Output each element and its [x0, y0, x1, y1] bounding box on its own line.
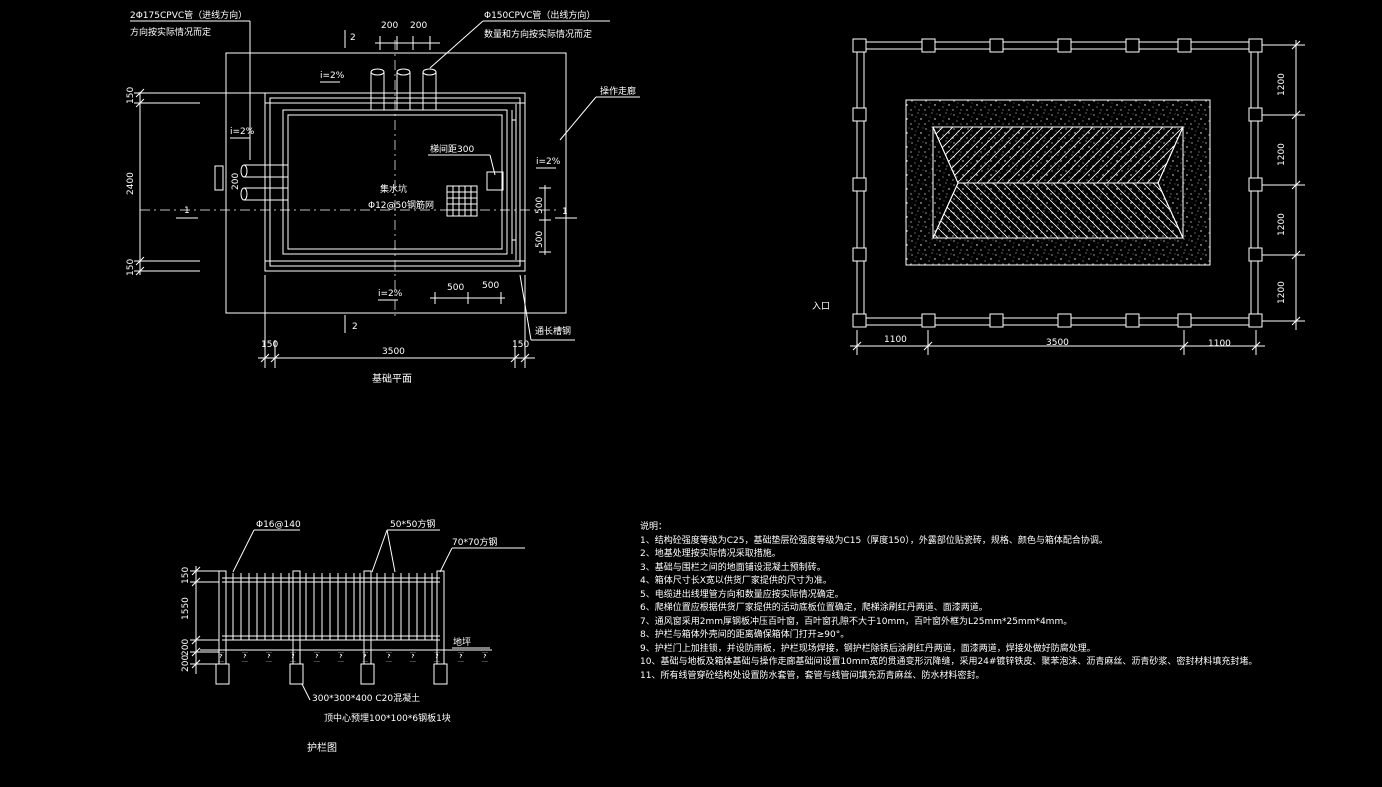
rail-dim-1550: 1550	[181, 597, 191, 620]
dim-200-b: 200	[410, 21, 427, 31]
grate-label: Φ12@50钢筋网	[368, 199, 434, 211]
note-item: 7、通风窗采用2mm厚钢板冲压百叶窗，百叶窗孔隙不大于10mm，百叶窗外框为L2…	[640, 616, 1073, 627]
rail-dim-200a: 200	[181, 639, 191, 656]
dim-500-v2: 500	[535, 231, 545, 248]
dim-1100-left: 1100	[884, 335, 907, 345]
section-1-right: 1	[562, 207, 568, 217]
dim-500-h1: 500	[447, 283, 464, 293]
rail-dim-150: 150	[181, 567, 191, 584]
dim-500-h2: 500	[482, 281, 499, 291]
foundation-plan-labels: 2Φ175CPVC管（进线方向） 方向按实际情况而定 Φ150CPVC管（出线方…	[126, 9, 636, 385]
dim-1100-right: 1100	[1208, 339, 1231, 349]
fence-plan-labels: 入口 1200 1200 1200 1200 1100 3500 1100	[812, 73, 1287, 349]
corridor-label: 操作走廊	[600, 85, 636, 97]
dim-150-bottom: 150	[126, 259, 136, 276]
fence-plan	[850, 38, 1305, 355]
footing-label: 300*300*400 C20混凝土	[312, 692, 420, 704]
dim-150-top: 150	[126, 87, 136, 104]
note-item: 8、护栏与箱体外壳间的距离确保箱体门打开≥90°。	[640, 630, 850, 640]
ground-label: 地坪	[453, 636, 471, 648]
ladder-label: 梯间距300	[430, 143, 474, 155]
dim-150-right: 150	[512, 340, 529, 350]
rail-dim-200b: 200	[181, 655, 191, 672]
square-70-label: 70*70方钢	[452, 536, 497, 548]
notes-heading: 说明：	[640, 522, 668, 532]
note-item: 9、护栏门上加挂锁，并设防雨板，护栏现场焊接，钢护栏除锈后涂刷红丹两道，面漆两道…	[640, 643, 1096, 654]
slope-left: i=2%	[230, 127, 255, 137]
bar-label: Φ16@140	[256, 520, 301, 530]
note-item: 5、电缆进出线埋管方向和数量应按实际情况确定。	[640, 589, 844, 600]
slope-bottom: i=2%	[378, 289, 403, 299]
dim-150-left: 150	[261, 340, 278, 350]
note-item: 11、所有线管穿砼结构处设置防水套管，套管与线管间填充沥青麻丝、防水材料密封。	[640, 670, 985, 681]
pipe-out-label: Φ150CPVC管（出线方向）	[484, 9, 595, 21]
dim-2400: 2400	[126, 172, 136, 195]
dim-3500: 3500	[382, 347, 405, 357]
slope-right: i=2%	[536, 157, 561, 167]
channel-label: 通长槽钢	[535, 325, 571, 337]
slope-top: i=2%	[320, 71, 345, 81]
dim-1200-c: 1200	[1277, 213, 1287, 236]
railing-labels: Φ16@140 50*50方钢 70*70方钢 地坪 300*300*400 C…	[181, 518, 497, 754]
square-50-label: 50*50方钢	[390, 518, 435, 530]
pipe-out-note: 数量和方向按实际情况而定	[484, 28, 592, 40]
dim-1200-b: 1200	[1277, 143, 1287, 166]
dim-200-a: 200	[381, 21, 398, 31]
plan-title: 基础平面	[372, 372, 412, 385]
dim-200-pipe: 200	[231, 173, 241, 190]
dim-1200-d: 1200	[1277, 281, 1287, 304]
note-item: 6、爬梯位置应根据供货厂家提供的活动底板位置确定，爬梯涂刷红丹两道、面漆两道。	[640, 603, 988, 613]
plate-label: 顶中心预埋100*100*6钢板1块	[324, 712, 451, 724]
railing-elevation	[190, 529, 525, 701]
section-2-bottom: 2	[352, 322, 358, 332]
dim-500-v1: 500	[535, 197, 545, 214]
note-item: 10、基础与地板及箱体基础与操作走廊基础间设置10mm宽的贯通变形沉降缝，采用2…	[640, 657, 1258, 667]
dim-1200-a: 1200	[1277, 73, 1287, 96]
design-notes: 说明： 1、结构砼强度等级为C25，基础垫层砼强度等级为C15（厚度150），外…	[640, 521, 1257, 683]
entrance-label: 入口	[812, 301, 830, 312]
note-item: 4、箱体尺寸长X宽以供货厂家提供的尺寸为准。	[640, 576, 832, 586]
sump-label: 集水坑	[380, 183, 407, 195]
section-1-left: 1	[184, 206, 190, 216]
dim-3500-fence: 3500	[1046, 338, 1069, 348]
railing-title: 护栏图	[307, 741, 337, 754]
pipe-in-note: 方向按实际情况而定	[130, 26, 211, 38]
note-item: 3、基础与围栏之间的地面铺设混凝土预制砖。	[640, 562, 826, 573]
pipe-in-label: 2Φ175CPVC管（进线方向）	[130, 9, 247, 21]
section-2-top: 2	[350, 33, 356, 43]
foundation-plan	[130, 20, 640, 368]
note-item: 1、结构砼强度等级为C25，基础垫层砼强度等级为C15（厚度150），外露部位贴…	[640, 535, 1108, 546]
note-item: 2、地基处理按实际情况采取措施。	[640, 549, 781, 559]
